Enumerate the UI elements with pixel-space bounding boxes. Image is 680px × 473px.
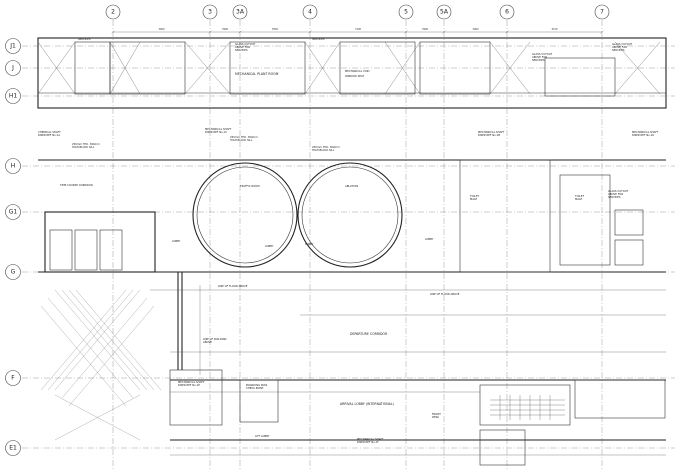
grid-bubble-row-J1	[5, 38, 21, 54]
grid-label-col-3A: 3A	[236, 9, 245, 16]
grid-label-row-J: J	[11, 65, 14, 72]
label-lobby-1: LOBBY	[172, 239, 181, 243]
label-lobby-2: LOBBY	[265, 244, 274, 248]
dimension-value: 7200	[355, 28, 362, 31]
grid-bubble-col-3	[202, 4, 218, 20]
grid-label-row-E1: E1	[9, 445, 17, 452]
grid-label-col-6: 6	[505, 9, 509, 16]
label-line-floor-1: LINE OF FLOOR ABOVE	[218, 284, 248, 288]
grid-bubble-col-7	[594, 4, 610, 20]
grid-label-col-5A: 5A	[440, 9, 449, 16]
grid-bubble-col-4	[302, 4, 318, 20]
grid-bubble-col-5	[398, 4, 414, 20]
grid-label-row-H1: H1	[9, 93, 18, 100]
dimension-value: 3900	[422, 28, 429, 31]
label-lobby-4: LOBBY	[425, 237, 434, 241]
label-line-floor-2: LINE OF FLOOR ABOVE	[430, 292, 460, 296]
grid-label-row-G: G	[11, 269, 16, 276]
label-departure-corridor: DEPARTURE CORRIDOR	[350, 332, 388, 336]
label-arrival-lobby: ARRIVAL LOBBY (INTERNATIONAL)	[340, 402, 394, 406]
void-markings	[37, 41, 661, 95]
grid-bubble-col-5A	[436, 4, 452, 20]
label-ablution: ABLUTION	[345, 184, 358, 188]
grid-bubble-row-H1	[5, 88, 21, 104]
grid-label-row-F: F	[11, 375, 15, 382]
dimension-value: 5550	[272, 28, 279, 31]
stair-treads	[490, 395, 565, 420]
grid-bubble-row-G	[5, 264, 21, 280]
label-time-corridor: TIME COURSE CORRIDOR	[60, 183, 93, 187]
grid-label-row-H: H	[11, 163, 16, 170]
label-services-1: SERVICES	[78, 37, 91, 41]
grid-bubble-row-F	[5, 370, 21, 386]
grid-label-row-J1: J1	[9, 43, 16, 50]
grid-label-col-2: 2	[111, 9, 115, 16]
grid-label-col-3: 3	[208, 9, 212, 16]
grid-bubble-row-J	[5, 60, 21, 76]
dimension-value: 3900	[158, 28, 165, 31]
grid-bubble-row-E1	[5, 440, 21, 456]
label-services-2: SERVICES	[312, 37, 325, 41]
grid-bubble-col-2	[105, 4, 121, 20]
label-traffic-room: TRAFFIC ROOM	[240, 184, 260, 188]
grid-label-col-4: 4	[308, 9, 312, 16]
circular-rooms	[192, 162, 403, 268]
building-walls	[37, 37, 667, 466]
dimension-value: 3900	[222, 28, 229, 31]
hatched-cross-pattern	[40, 289, 162, 441]
dimension-value: 3150	[551, 28, 558, 31]
label-mech-plant-room: MECHANICAL PLANT ROOM	[235, 72, 279, 76]
label-mech-void: MECHANICAL VOID	[345, 69, 370, 73]
grid-bubble-row-G1	[5, 204, 21, 220]
grid-bubble-col-6	[499, 4, 515, 20]
label-lift-lobby: LIFT LOBBY	[255, 434, 270, 438]
grid-bubble-col-3A	[232, 4, 248, 20]
grid-label-col-7: 7	[600, 9, 604, 16]
label-lobby-3: LOBBY	[305, 242, 314, 246]
grid-bubble-row-H	[5, 158, 21, 174]
grid-label-row-G1: G1	[9, 209, 18, 216]
grid-label-col-5: 5	[404, 9, 408, 16]
label-window-seat: WINDOW SEAT	[345, 74, 365, 78]
dimension-line-top: 3900 3900 5550 7200 3900 3900 3150	[111, 28, 604, 34]
dimension-value: 3900	[472, 28, 479, 31]
